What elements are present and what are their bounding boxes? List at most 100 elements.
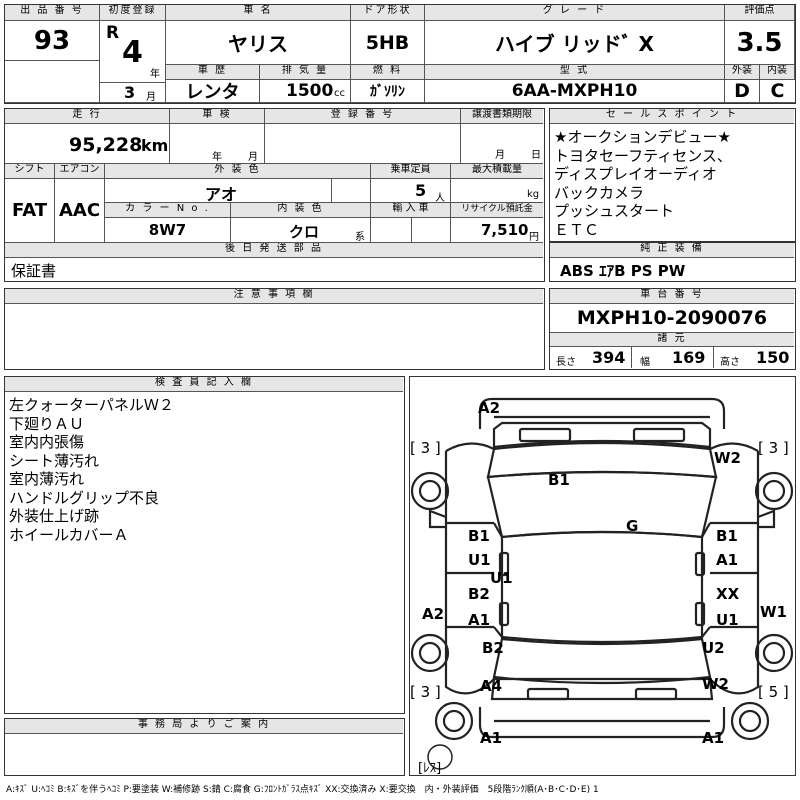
first-reg-month: 3 月	[100, 83, 166, 103]
car-name: ヤリス	[166, 21, 351, 65]
capacity-cell: 5 人	[371, 179, 451, 203]
recycle-unit: 円	[529, 232, 539, 243]
sales-point: ★オークションデビュー★	[554, 128, 731, 146]
later-parts: 保証書	[11, 262, 57, 280]
inspector-note: 室内薄汚れ	[9, 470, 85, 488]
first-reg-year: R 4 年	[100, 21, 166, 83]
legend: A:ｷｽﾞ U:ﾍｺﾐ B:ｷｽﾞを伴うﾍｺﾐ P:要塗装 W:補修跡 S:錆 …	[6, 785, 599, 795]
era: R	[106, 23, 120, 43]
grade-label: グ レ ー ド	[425, 5, 725, 21]
load-unit: kg	[527, 189, 540, 200]
notes-box: 注 意 事 項 欄	[4, 288, 545, 370]
damage-label: U1	[468, 551, 491, 569]
import-divider	[411, 218, 412, 242]
month-number: 3	[124, 83, 136, 102]
damage-label: B1	[548, 471, 570, 489]
km-unit: km	[141, 136, 169, 155]
fuel: ｶﾞｿﾘﾝ	[351, 80, 425, 103]
inspector-label: 検 査 員 記 入 欄	[5, 377, 403, 392]
color-cell: アオ	[105, 179, 371, 203]
damage-label: A2	[422, 605, 445, 623]
header-box: 出 品 番 号 93 初度登録 R 4 年 3 月 車 名 ヤリス ドア形状 5…	[4, 4, 796, 104]
insp-year-unit: 年	[212, 152, 222, 163]
width-label: 幅	[640, 357, 650, 368]
inspector-note: 左クォーターパネルＷ２	[9, 396, 174, 414]
model-label: 型 式	[425, 65, 725, 80]
inspection-cell: 年 月	[170, 124, 265, 164]
length-label: 長さ	[556, 357, 576, 368]
height: 150	[756, 348, 790, 367]
car-outline-diagram	[410, 397, 794, 770]
office-label: 事 務 局 よ り ご 案 内	[5, 719, 403, 734]
vehicle-info-box: 走 行 95,228 km 車 検 年 月 登 録 番 号 譲渡書類期限 月 日…	[4, 108, 545, 282]
damage-diagram-box: A2 B1 G B1 U1 U1 B2 A1 A2 B2 A4 A1 W2 B1…	[409, 376, 796, 776]
int-color-unit: 系	[355, 232, 365, 243]
inspector-note: シート薄汚れ	[9, 451, 100, 470]
inspection-label: 車 検	[170, 109, 265, 124]
recycle: 7,510	[481, 221, 529, 239]
later-parts-label: 後 日 発 送 部 品	[5, 243, 543, 258]
inspector-note: 室内内張傷	[9, 433, 85, 451]
history-label: 車 歴	[166, 65, 260, 80]
inspector-box: 検 査 員 記 入 欄 左クォーターパネルＷ２ 下廻りＡＵ 室内内張傷 シート薄…	[4, 376, 405, 714]
int-color-cell: クロ 系	[231, 218, 371, 243]
load-cell: kg	[451, 179, 543, 203]
color-no: 8W7	[105, 218, 231, 243]
load-label: 最大積載量	[451, 164, 543, 179]
history: レンタ	[166, 80, 260, 103]
equipment-label: 純 正 装 備	[550, 243, 794, 258]
tire-tread-rear-right: [ 5 ]	[758, 683, 789, 701]
sales-point: プッシュスタート	[554, 202, 675, 220]
damage-label: G	[626, 517, 639, 535]
score: 3.5	[725, 21, 795, 65]
inspector-list: 左クォーターパネルＷ２ 下廻りＡＵ 室内内張傷 シート薄汚れ 室内薄汚れ ハンド…	[9, 396, 174, 544]
ac-label: エアコン	[55, 164, 105, 179]
lot-label: 出 品 番 号	[5, 5, 100, 21]
shift-label: シフト	[5, 164, 55, 179]
sales-point: トヨタセーフティセンス、	[554, 146, 732, 165]
name-label: 車 名	[166, 5, 351, 21]
damage-label: A1	[702, 729, 725, 747]
inspector-note: 下廻りＡＵ	[9, 414, 85, 433]
ext-score: D	[725, 80, 760, 103]
displacement-label: 排 気 量	[260, 65, 351, 80]
sales-point: ＥＴＣ	[554, 220, 600, 239]
fuel-label: 燃 料	[351, 65, 425, 80]
width-cell: 幅 169	[632, 347, 714, 368]
length-cell: 長さ 394	[550, 347, 632, 368]
int-color-label: 内 装 色	[231, 203, 371, 218]
model: 6AA-MXPH10	[425, 80, 725, 103]
mileage: 95,228	[69, 134, 143, 156]
door-label: ドア形状	[351, 5, 425, 21]
damage-label: A2	[478, 399, 501, 417]
damage-label: A1	[468, 611, 491, 629]
import-cell	[371, 218, 451, 243]
equipment-box: 純 正 装 備 ABS ｴｱB PS PW	[549, 242, 796, 282]
cc-unit: cc	[334, 88, 345, 99]
damage-label: B1	[716, 527, 738, 545]
damage-label: U1	[716, 611, 739, 629]
office-box: 事 務 局 よ り ご 案 内	[4, 718, 405, 776]
mileage-cell: 95,228 km	[5, 124, 170, 164]
plate-label: 登 録 番 号	[265, 109, 461, 124]
chassis-label: 車 台 番 号	[550, 289, 794, 304]
score-label: 評価点	[725, 5, 795, 21]
transfer-cell: 月 日	[461, 124, 543, 164]
door-type: 5HB	[351, 21, 425, 65]
damage-label: XX	[716, 585, 740, 603]
capacity: 5	[415, 181, 427, 200]
displacement: 1500	[286, 81, 334, 101]
shift: FAT	[5, 179, 55, 243]
length: 394	[592, 348, 626, 367]
plate-cell	[265, 124, 461, 164]
int-score: C	[760, 80, 795, 103]
equipment: ABS ｴｱB PS PW	[560, 262, 686, 280]
dims-label: 諸 元	[550, 333, 794, 347]
notes-label: 注 意 事 項 欄	[5, 289, 543, 304]
tire-tread-front-left: [ 3 ]	[410, 439, 441, 457]
int-color: クロ	[289, 223, 320, 241]
grade: ハイブ リッドﾞ X	[425, 21, 725, 65]
height-label: 高さ	[720, 357, 740, 368]
damage-label: U1	[490, 569, 513, 587]
damage-label: B2	[482, 639, 504, 657]
